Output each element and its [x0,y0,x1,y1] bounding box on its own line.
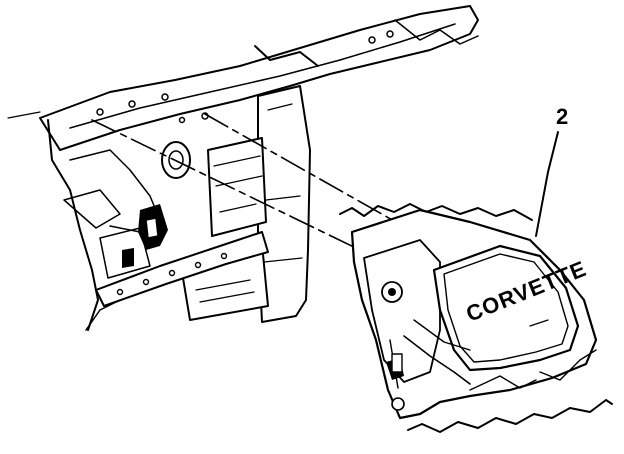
airbag-module-assembly: CORVETTE [339,203,613,433]
callout-2: 2 [535,104,568,237]
upper-beam-holes [96,30,394,124]
vehicle-body-structure [7,5,479,331]
callout-number: 2 [556,104,568,129]
alignment-lines [91,113,411,251]
